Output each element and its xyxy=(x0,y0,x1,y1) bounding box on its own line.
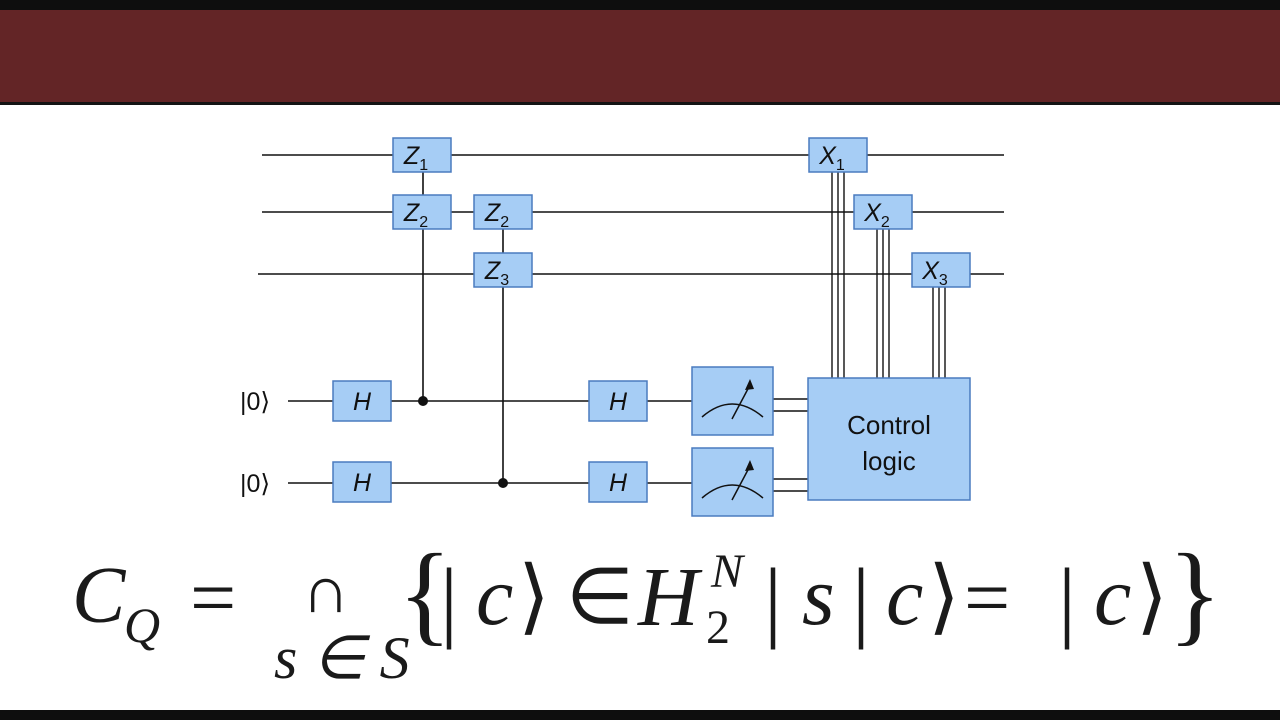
gate-z1: Z1 xyxy=(392,137,452,174)
svg-text:Z2: Z2 xyxy=(403,199,428,231)
eq-ket-c-1: c xyxy=(476,550,514,643)
control-dot-2 xyxy=(498,478,508,488)
gate-z2-b-subscript: 2 xyxy=(500,214,509,231)
eq-ket-close-3: ⟩ xyxy=(1136,551,1168,642)
svg-text:H: H xyxy=(609,469,628,497)
hadamard-gate-4-letter: H xyxy=(609,469,628,497)
gate-z2-b: Z2 xyxy=(473,194,533,231)
gate-z2-a-letter: Z xyxy=(403,199,420,227)
svg-text:H: H xyxy=(353,388,372,416)
eq-bar-1: | xyxy=(440,551,459,650)
hadamard-gate-2-letter: H xyxy=(353,469,372,497)
gate-x3: X3 xyxy=(911,252,971,289)
control-logic-line-1: Control xyxy=(847,410,931,440)
svg-text:Z3: Z3 xyxy=(484,257,509,289)
svg-text:H: H xyxy=(609,388,628,416)
gate-z1-subscript: 1 xyxy=(419,157,428,174)
gate-z3-letter: Z xyxy=(484,257,501,285)
eq-equals-2: = xyxy=(964,552,1011,643)
control-logic-box: Control logic xyxy=(807,377,971,501)
gate-x2-letter: X xyxy=(863,199,882,227)
input-label-2: |0⟩ xyxy=(240,470,270,498)
eq-equals-1: = xyxy=(190,552,237,643)
measurement-meter-icon-2 xyxy=(691,447,774,517)
svg-text:X3: X3 xyxy=(921,257,948,289)
control-logic-line-2: logic xyxy=(862,446,915,476)
hadamard-gate-2: H xyxy=(332,461,392,503)
gate-z3-subscript: 3 xyxy=(500,272,509,289)
hadamard-gate-1-letter: H xyxy=(353,388,372,416)
eq-bar-2: | xyxy=(764,551,783,650)
svg-text:Z2: Z2 xyxy=(484,199,509,231)
gate-x1-letter: X xyxy=(818,142,837,170)
measurement-meter-icon-1 xyxy=(691,366,774,436)
svg-text:X2: X2 xyxy=(863,199,890,231)
bottom-border xyxy=(0,710,1280,720)
hadamard-gate-4: H xyxy=(588,461,648,503)
eq-operator: s xyxy=(802,550,835,643)
eq-ket-c-2: c xyxy=(886,550,924,643)
gate-z3: Z3 xyxy=(473,252,533,289)
gate-x2-subscript: 2 xyxy=(881,214,890,231)
eq-ket-close-2: ⟩ xyxy=(928,551,960,642)
eq-bar-4: | xyxy=(1058,551,1077,650)
eq-ket-close-1: ⟩ xyxy=(518,551,550,642)
hadamard-gate-1: H xyxy=(332,380,392,422)
gate-z2-a: Z2 xyxy=(392,194,452,231)
svg-text:Z1: Z1 xyxy=(403,142,428,174)
gate-x1: X1 xyxy=(808,137,868,174)
control-dot-1 xyxy=(418,396,428,406)
gate-z2-a-subscript: 2 xyxy=(419,214,428,231)
eq-element-of: ∈ xyxy=(566,553,634,640)
gate-x1-subscript: 1 xyxy=(836,157,845,174)
eq-index: s ∈ S xyxy=(274,625,410,691)
eq-bar-3: | xyxy=(852,551,871,650)
gate-z2-b-letter: Z xyxy=(484,199,501,227)
top-border xyxy=(0,0,1280,10)
eq-lhs-sub: Q xyxy=(124,597,161,653)
classical-wires xyxy=(773,172,946,492)
gate-x3-subscript: 3 xyxy=(939,272,948,289)
hadamard-gate-3-letter: H xyxy=(609,388,628,416)
gate-x2: X2 xyxy=(853,194,913,231)
eq-space-sub: 2 xyxy=(706,601,730,654)
eq-space-sup: N xyxy=(711,545,744,598)
eq-open-brace: { xyxy=(398,532,452,656)
gate-z1-letter: Z xyxy=(403,142,420,170)
eq-intersection: ∩ xyxy=(302,554,350,627)
svg-text:X1: X1 xyxy=(818,142,845,174)
gate-x3-letter: X xyxy=(921,257,940,285)
eq-lhs: C xyxy=(72,552,126,640)
eq-ket-c-3: c xyxy=(1094,550,1132,643)
title-banner xyxy=(0,10,1280,102)
input-label-1: |0⟩ xyxy=(240,388,270,416)
svg-text:H: H xyxy=(353,469,372,497)
eq-close-brace: } xyxy=(1168,532,1222,656)
banner-divider xyxy=(0,102,1280,105)
hadamard-gate-3: H xyxy=(588,380,648,422)
eq-space: H xyxy=(638,551,699,644)
